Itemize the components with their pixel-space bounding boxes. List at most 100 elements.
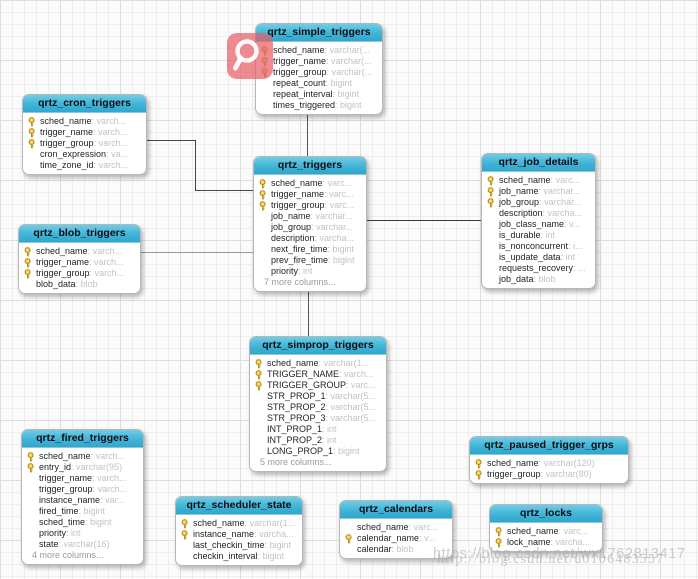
column-row: sched_namevarch... [26,451,141,462]
column-row: sched_namevarch... [23,246,138,257]
column-type: varchar(95) [71,462,122,473]
column-type: varc... [559,526,589,537]
entity-title[interactable]: qrtz_job_details [482,154,595,172]
column-row: entry_idvarchar(95) [26,462,141,473]
entity-columns: sched_namevarc...lock_namevarcha... [490,523,602,551]
entity-title[interactable]: qrtz_paused_trigger_grps [470,437,628,455]
entity-columns: sched_name varc...trigger_namevarc...trig… [254,175,366,291]
entity-title[interactable]: qrtz_calendars [340,501,452,519]
entity-qrtz_simple_triggers[interactable]: qrtz_simple_triggerssched_namevarchar(..… [255,23,383,115]
column-name: job_class_name [499,219,565,229]
more-columns-label: 4 more columns... [32,550,104,560]
relationship-line [307,110,308,156]
entity-qrtz_cron_triggers[interactable]: qrtz_cron_triggerssched_namevarch...trig… [22,94,147,175]
column-type: blob [392,544,414,555]
column-row: descriptionvarcha... [258,233,364,244]
entity-title[interactable]: qrtz_cron_triggers [23,95,146,113]
primary-key-icon [23,268,36,279]
entity-qrtz_job_details[interactable]: qrtz_job_detailssched_namevarc...job_nam… [481,153,596,289]
column-type: varch... [91,451,126,462]
primary-key-icon [474,469,487,480]
more-columns-row: 7 more columns... [258,277,364,288]
column-row: sched_namevarchar(1... [180,518,300,529]
column-row: times_triggeredbigint [260,100,380,111]
column-row: job_groupvarchar... [486,197,593,208]
entity-qrtz_triggers[interactable]: qrtz_triggers sched_name varc...trigger_na… [253,156,367,292]
column-type: varchar(... [326,56,372,67]
column-row: trigger_namevarch... [23,257,138,268]
entity-columns: sched_namevarc...job_namevarchar...job_g… [482,172,595,288]
column-type: int [322,424,337,435]
entity-columns: sched_namevarch...trigger_namevarch...tr… [19,243,140,293]
column-name: trigger_group [40,138,94,148]
column-row: instance_namevar... [26,495,141,506]
entity-title[interactable]: qrtz_fired_triggers [22,430,143,448]
column-row: sched_namevarchar(120) [474,458,626,469]
entity-title[interactable]: qrtz_blob_triggers [19,225,140,243]
entity-title[interactable]: qrtz_scheduler_state [176,497,302,515]
column-name: trigger_group [39,484,93,494]
column-row: descriptionvarcha... [486,208,593,219]
column-name: job_group [499,197,540,207]
entity-qrtz_simprop_triggers[interactable]: qrtz_simprop_triggers sched_namevarchar(1… [249,336,387,472]
column-type: v... [564,219,580,230]
column-name: sched_name [271,178,323,188]
column-name: trigger_group [36,268,90,278]
column-name: sched_name [487,458,539,468]
entity-title[interactable]: qrtz_locks [490,505,602,523]
column-type: varchar(... [325,45,371,56]
column-row: sched_namevarc... [486,175,593,186]
column-name: last_checkin_time [193,540,265,550]
entity-qrtz_fired_triggers[interactable]: qrtz_fired_triggers sched_namevarch...ent… [21,429,144,565]
entity-qrtz_paused_trigger_grps[interactable]: qrtz_paused_trigger_grps sched_namevarcha… [469,436,629,484]
column-row: job_datablob [486,274,593,285]
column-type: ... [573,263,586,274]
entity-qrtz_blob_triggers[interactable]: qrtz_blob_triggerssched_namevarch...trig… [18,224,141,294]
column-type: varch... [93,127,128,138]
column-type: int [561,252,576,263]
entity-qrtz_scheduler_state[interactable]: qrtz_scheduler_statesched_namevarchar(1.… [175,496,303,566]
primary-key-icon [254,369,267,380]
entity-title[interactable]: qrtz_simprop_triggers [250,337,386,355]
column-row: STR_PROP_1varchar(5... [254,391,384,402]
column-type: varchar(120) [539,458,595,469]
entity-qrtz_calendars[interactable]: qrtz_calendarssched_namevarc...calendar_… [339,500,453,559]
column-name: description [271,233,315,243]
column-type: varchar... [311,211,353,222]
column-name: trigger_group [487,469,541,479]
column-type: v... [419,533,435,544]
column-row: trigger_namevarchar(... [260,56,380,67]
entity-qrtz_locks[interactable]: qrtz_lockssched_namevarc...lock_namevarc… [489,504,603,552]
column-row: sched_namevarchar(1... [254,358,384,369]
column-row: trigger_groupvarch... [23,268,138,279]
column-name: sched_name [193,518,245,528]
column-type: varc... [551,175,581,186]
column-type: int [322,435,337,446]
column-type: bigint [333,89,360,100]
column-name: job_data [499,274,534,284]
column-type: int [298,266,313,277]
column-name: trigger_name [273,56,327,66]
column-row: trigger_namevarc... [258,189,364,200]
column-name: sched_name [507,526,559,536]
primary-key-icon [494,537,507,548]
column-type: bigint [328,255,355,266]
column-type: varch... [94,160,129,171]
column-type: varcha... [315,233,355,244]
column-name: next_fire_time [271,244,328,254]
column-type: varc... [325,200,355,211]
column-type: varchar(5... [326,402,377,413]
column-type: bigint [333,446,360,457]
entity-columns: sched_namevarchar(1...instance_namevarch… [176,515,302,565]
entity-title[interactable]: qrtz_simple_triggers [256,24,382,42]
column-type: varch... [92,116,127,127]
column-name: trigger_group [271,200,325,210]
column-type: varchar(16) [59,539,110,550]
column-name: is_update_data [499,252,561,262]
column-name: STR_PROP_3 [267,413,326,423]
column-row: next_fire_timebigint [258,244,364,255]
column-row: job_namevarchar... [258,211,364,222]
column-name: trigger_name [39,473,93,483]
entity-title[interactable]: qrtz_triggers [254,157,366,175]
primary-key-icon [23,257,36,268]
